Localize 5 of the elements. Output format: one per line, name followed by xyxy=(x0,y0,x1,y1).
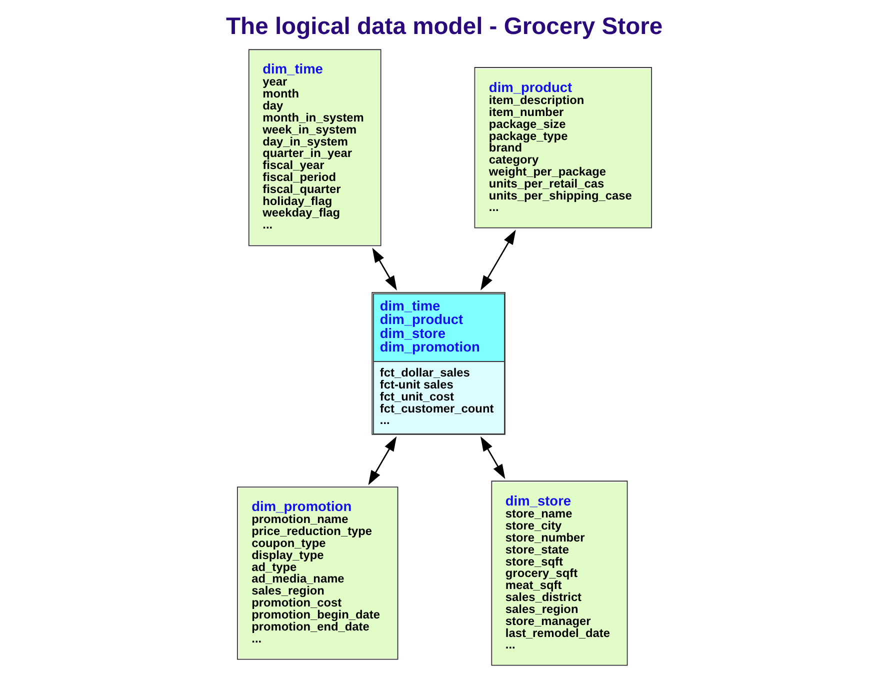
arrow xyxy=(480,230,516,290)
diagram-title: The logical data model - Grocery Store xyxy=(226,12,663,40)
arrow xyxy=(480,436,506,479)
arrow xyxy=(372,248,397,291)
arrow xyxy=(368,436,397,486)
